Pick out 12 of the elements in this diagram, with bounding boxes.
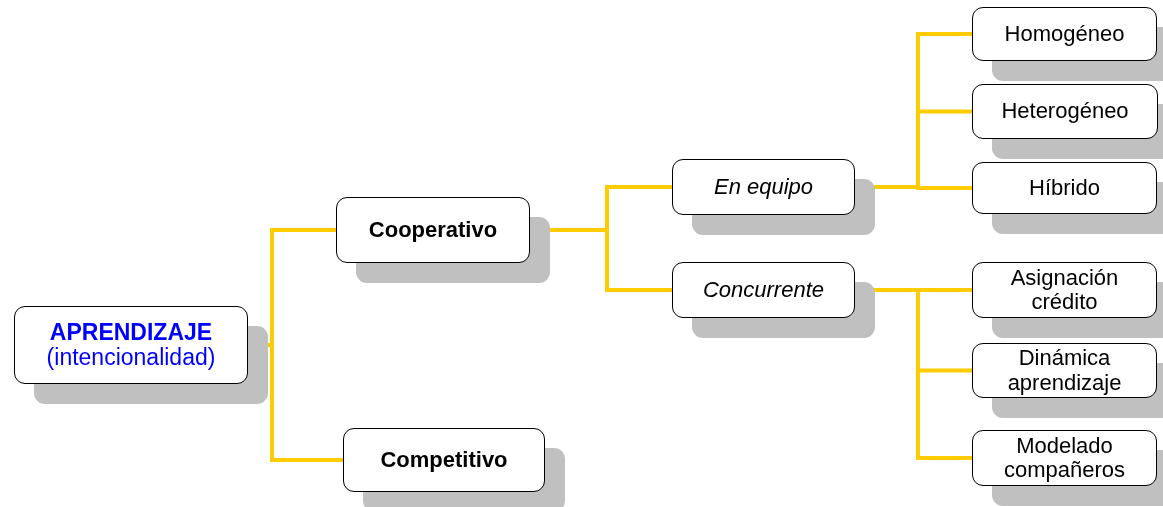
node-label: Homogéneo: [1003, 21, 1126, 47]
node-label: APRENDIZAJE: [48, 319, 214, 345]
node-label: Competitivo: [379, 447, 509, 473]
node-label: Asignación crédito: [1009, 265, 1120, 315]
node-label: Heterogéneo: [1000, 99, 1130, 124]
node-label: Dinámica aprendizaje: [1006, 346, 1123, 395]
node-label: Modelado compañeros: [1002, 433, 1127, 483]
node-label: Híbrido: [1028, 175, 1101, 201]
node-label: En equipo: [712, 174, 815, 200]
node-label: Concurrente: [701, 277, 826, 303]
node-label: (intencionalidad): [45, 345, 217, 371]
node-label: Cooperativo: [367, 217, 499, 243]
